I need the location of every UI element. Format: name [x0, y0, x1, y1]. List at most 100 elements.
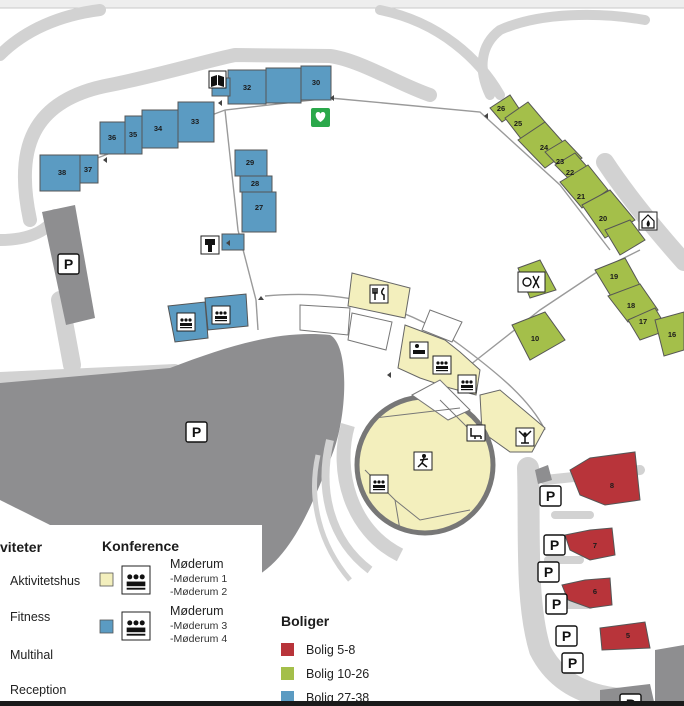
book-icon — [208, 70, 227, 89]
fireplace-icon — [638, 211, 658, 231]
restaurant-icon — [369, 284, 389, 304]
building-label: 26 — [497, 104, 505, 113]
legend-room-2-sub-2: -Møderum 4 — [170, 633, 227, 645]
building-label: 37 — [84, 165, 92, 174]
building-label: 28 — [251, 179, 259, 188]
arc-paths — [312, 423, 404, 582]
building-label: 20 — [599, 214, 607, 223]
legend-activity-4: Reception — [10, 683, 66, 697]
parking-sign: P — [545, 593, 568, 615]
svg-text:P: P — [192, 424, 201, 440]
legend: viteter Aktivitetshus Fitness Multihal R… — [0, 525, 405, 706]
svg-text:P: P — [64, 256, 73, 272]
path-arrows — [103, 95, 488, 378]
building-34 — [141, 109, 179, 149]
svg-text:P: P — [562, 628, 571, 644]
parking-sign: P — [539, 485, 562, 507]
building-label: 5 — [626, 631, 630, 640]
legend-swatch-red — [281, 643, 294, 656]
building-label: 30 — [312, 78, 320, 87]
chair-icon — [466, 424, 486, 442]
meeting-room-icon — [121, 565, 151, 595]
meeting-room-icon — [457, 374, 477, 394]
legend-housing-2: Bolig 10-26 — [306, 667, 369, 681]
legend-swatch-yellow — [99, 572, 114, 587]
building-label: 23 — [556, 157, 564, 166]
svg-text:P: P — [546, 488, 555, 504]
building-label: 32 — [243, 83, 251, 92]
building-label: 8 — [610, 481, 614, 490]
building-label: 29 — [246, 158, 254, 167]
parking-sign: P — [561, 652, 584, 674]
playground-icon — [517, 271, 546, 293]
building-label: 17 — [639, 317, 647, 326]
bottom-edge — [0, 701, 684, 706]
building-27 — [241, 191, 277, 233]
building-label: 6 — [593, 587, 597, 596]
building-label: 16 — [668, 330, 676, 339]
legend-activity-2: Fitness — [10, 610, 50, 624]
building-8 — [569, 451, 641, 506]
legend-activity-3: Multihal — [10, 648, 53, 662]
building-label: 24 — [540, 143, 549, 152]
legend-room-2-title: Møderum — [170, 604, 223, 618]
legend-room-1-title: Møderum — [170, 557, 223, 571]
building-label: 7 — [593, 541, 597, 550]
legend-swatch-green — [281, 667, 294, 680]
building-label: 38 — [58, 168, 66, 177]
meeting-room-icon — [121, 611, 151, 641]
building-label: 21 — [577, 192, 585, 201]
podium-icon — [200, 235, 220, 255]
meeting-room-icon — [369, 474, 389, 494]
building-27b — [221, 233, 245, 251]
svg-text:P: P — [550, 537, 559, 553]
building-label: 35 — [129, 130, 137, 139]
building-37 — [79, 154, 99, 184]
buildings-red — [561, 451, 651, 651]
meeting-room-icon — [432, 355, 452, 375]
reception-icon — [409, 341, 429, 359]
meeting-room-icon — [176, 305, 477, 494]
legend-activities-heading: viteter — [0, 539, 43, 555]
legend-housing-1: Bolig 5-8 — [306, 643, 355, 657]
svg-text:P: P — [568, 655, 577, 671]
legend-room-1-sub-2: -Møderum 2 — [170, 586, 227, 598]
legend-activity-1: Aktivitetshus — [10, 574, 80, 588]
white-annex-buildings — [299, 304, 471, 421]
building-label: 27 — [255, 203, 263, 212]
building-32b — [265, 67, 302, 104]
building-30 — [300, 65, 332, 101]
building-6 — [561, 577, 613, 609]
building-label: 36 — [108, 133, 116, 142]
meeting-room-icon — [211, 305, 231, 325]
legend-room-1-sub-1: -Møderum 1 — [170, 573, 227, 585]
legend-room-2-sub-1: -Møderum 3 — [170, 620, 227, 632]
svg-text:P: P — [552, 596, 561, 612]
legend-housing-heading: Boliger — [281, 613, 330, 629]
parking-sign: P — [537, 561, 560, 583]
legend-conference-heading: Konference — [102, 538, 179, 554]
building-label: 18 — [627, 301, 635, 310]
building-33 — [177, 101, 215, 143]
legend-swatch-blue — [99, 619, 114, 634]
fitness-icon — [515, 427, 535, 447]
parking-sign: P — [555, 625, 578, 647]
building-29 — [234, 149, 268, 177]
building-32 — [227, 69, 267, 105]
building-38 — [39, 154, 81, 192]
parking-sign: P — [543, 534, 566, 556]
meeting-room-icon — [176, 312, 196, 332]
building-7 — [564, 527, 616, 561]
building-label: 10 — [531, 334, 539, 343]
building-label: 25 — [514, 119, 522, 128]
svg-text:P: P — [544, 564, 553, 580]
window-top-bar — [0, 0, 684, 8]
building-label: 33 — [191, 117, 199, 126]
building-5 — [599, 621, 651, 651]
building-label: 34 — [154, 124, 163, 133]
building-label: 22 — [566, 168, 574, 177]
sports-hall-icon — [413, 451, 433, 471]
building-label: 19 — [610, 272, 618, 281]
